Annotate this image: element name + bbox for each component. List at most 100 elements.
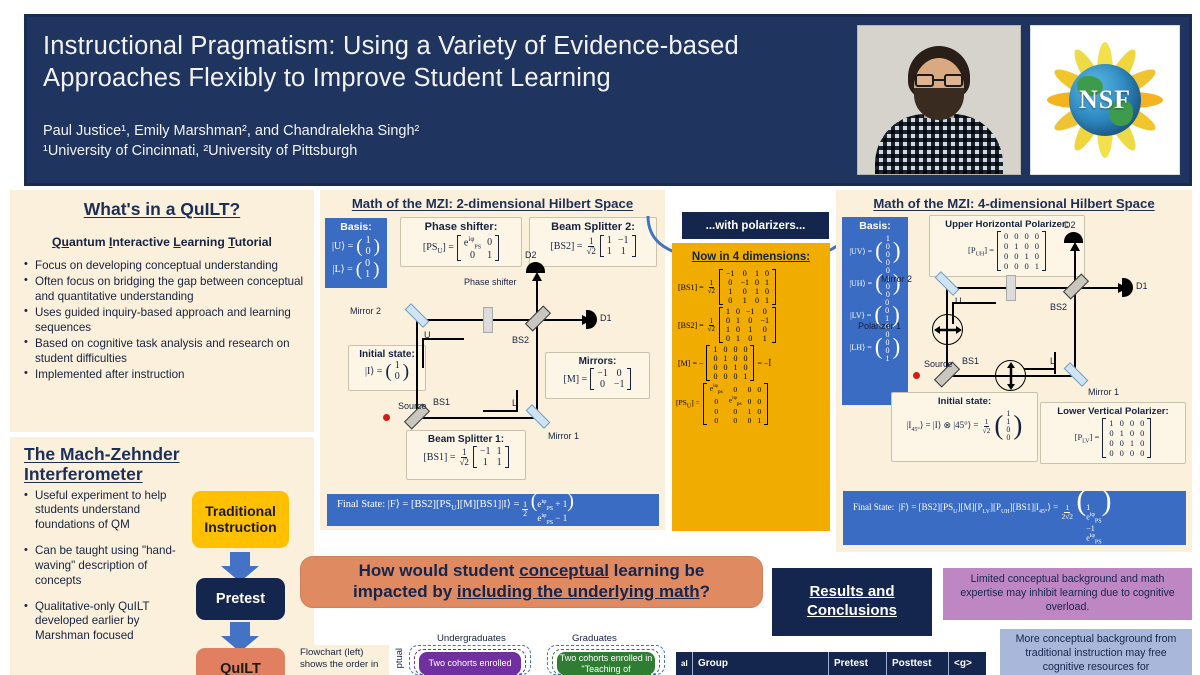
table-col-posttest: Posttest [886,652,948,675]
label-bs2: BS2 [512,335,530,345]
nsf-logo-text: NSF [1078,85,1132,114]
question-line2-suffix: ? [699,582,711,601]
question-line1-prefix: How would student [358,561,520,581]
section-mach-zehnder-interferometer: The Mach-Zehnder Interferometer Useful e… [10,437,314,675]
list-item: Qualitative-only QuILT developed earlier… [24,599,194,644]
flowchart-arrow-down-2 [221,622,259,652]
cohort-caption-graduates: Graduates [572,633,617,644]
polarizer-1-symbol [932,314,963,345]
question-line1-suffix: learning be [608,561,705,581]
bs1-caption: Beam Splitter 1: [427,434,505,445]
title-line-1: Instructional Pragmatism: Using a Variet… [43,32,739,60]
quilt-acronym-expansion: Quantum Interactive Learning Tutorial [52,235,272,249]
affiliations-line: ¹University of Cincinnati, ²University o… [43,143,358,160]
list-item: Focus on developing conceptual understan… [24,257,308,273]
quilt-section-title: What's in a QuILT? [83,199,241,219]
section-whats-in-a-quilt: What's in a QuILT? Quantum Interactive L… [10,190,314,432]
results-line-2: Conclusions [806,602,897,619]
mzi-section-title: The Mach-Zehnder Interferometer [10,437,314,485]
label-d1: D1 [600,313,612,323]
conclusion-callout-cognitive-overload: Limited conceptual background and math e… [943,568,1192,620]
results-table-header-row: al Group Pretest Posttest <g> [676,652,986,675]
label-d1: D1 [1136,281,1148,291]
author-headshot-image [857,25,1021,175]
cohort-box-grad: Two cohorts enrolled in "Teaching of [557,652,655,675]
math4d-final-state-bar: Final State: |F⟩ = [BS2][PSU][M][PLV][PU… [843,486,1186,546]
flowchart-node-pretest: Pretest [196,578,285,620]
label-mirror-2: Mirror 2 [350,306,381,316]
fourdim-title: Now in 4 dimensions: [691,251,811,263]
phase-shifter-caption: Phase shifter: [424,221,498,233]
mzi-title-line-1: The Mach-Zehnder [24,444,180,464]
lower-polarizer-caption: Lower Vertical Polarizer: [1057,406,1169,417]
polarizer-2-symbol [995,360,1026,391]
flowchart-node-quilt: QuILT [196,648,285,675]
header-text-block: Instructional Pragmatism: Using a Variet… [27,17,857,183]
label-mirror-1: Mirror 1 [1088,387,1119,397]
label-polarizer-1: Polarizer 1 [858,321,902,331]
cohort-caption-undergraduates: Undergraduates [437,633,506,644]
research-question-banner: How would student conceptual learning be… [300,556,763,608]
title-line-2: Approaches Flexibly to Improve Student L… [43,63,611,92]
math4d-title: Math of the MZI: 4-dimensional Hilbert S… [873,196,1155,211]
math2d-final-state-bar: Final State: |F⟩ = [BS2][PSU][M][BS1]|I⟩… [327,490,659,526]
list-item: Based on cognitive task analysis and res… [24,335,308,366]
header-images: NSF [857,17,1189,183]
label-mirror-2: Mirror 2 [881,274,912,284]
section-results-and-conclusions-header: Results and Conclusions [772,568,932,636]
math2d-final-state-text: Final State: |F⟩ = [BS2][PSU][M][BS1]|I⟩… [337,490,574,526]
mirrors-caption: Mirrors: [578,356,617,367]
conclusion-callout-free-resources: More conceptual background from traditio… [1000,629,1192,675]
list-item: Often focus on bridging the gap between … [24,273,308,304]
table-col-pretest: Pretest [828,652,886,675]
math2d-title: Math of the MZI: 2-dimensional Hilbert S… [351,196,634,211]
cohort-box-undergrad: Two cohorts enrolled [419,652,521,675]
mzi-optics-diagram-4d: Mirror 2 D2 D1 BS2 BS1 Source Mirror 1 P… [836,190,1192,552]
label-path-l: L [512,398,518,408]
flowchart-node-traditional-instruction: Traditional Instruction [192,491,289,548]
flowchart-note: Flowchart (left) shows the order in [297,645,389,675]
label-bs1: BS1 [962,356,980,366]
question-line2-prefix: impacted by [352,582,457,601]
math2d-basis-caption: Basis: [340,221,372,233]
label-bs2: BS2 [1050,302,1068,312]
label-bs1: BS1 [433,397,451,407]
list-item: Uses guided inquiry-based approach and l… [24,304,308,335]
bs2-caption: Beam Splitter 2: [551,221,635,233]
mzi-optics-diagram-2d: Mirror 2 Phase shifter D2 D1 BS2 BS1 Sou… [320,190,665,530]
list-item: Useful experiment to help students under… [24,488,194,533]
initial-state-caption: Initial state: [359,349,415,360]
flowchart-arrow-down-1 [221,552,259,582]
label-path-u: U [955,296,962,306]
mzi-bullet-list: Useful experiment to help students under… [10,488,314,644]
cohort-vertical-label: ptual [393,648,404,669]
nsf-logo-icon: NSF [1030,25,1180,175]
author-block: Paul Justice¹, Emily Marshman², and Chan… [43,121,847,162]
label-source: Source [924,359,953,369]
question-line2-emphasis: including the underlying math [456,582,700,601]
label-path-u: U [424,330,431,340]
list-item: Implemented after instruction [24,366,308,382]
poster-header: Instructional Pragmatism: Using a Variet… [24,14,1192,186]
authors-line: Paul Justice¹, Emily Marshman², and Chan… [43,122,420,139]
table-col-vertical: al [681,659,688,668]
